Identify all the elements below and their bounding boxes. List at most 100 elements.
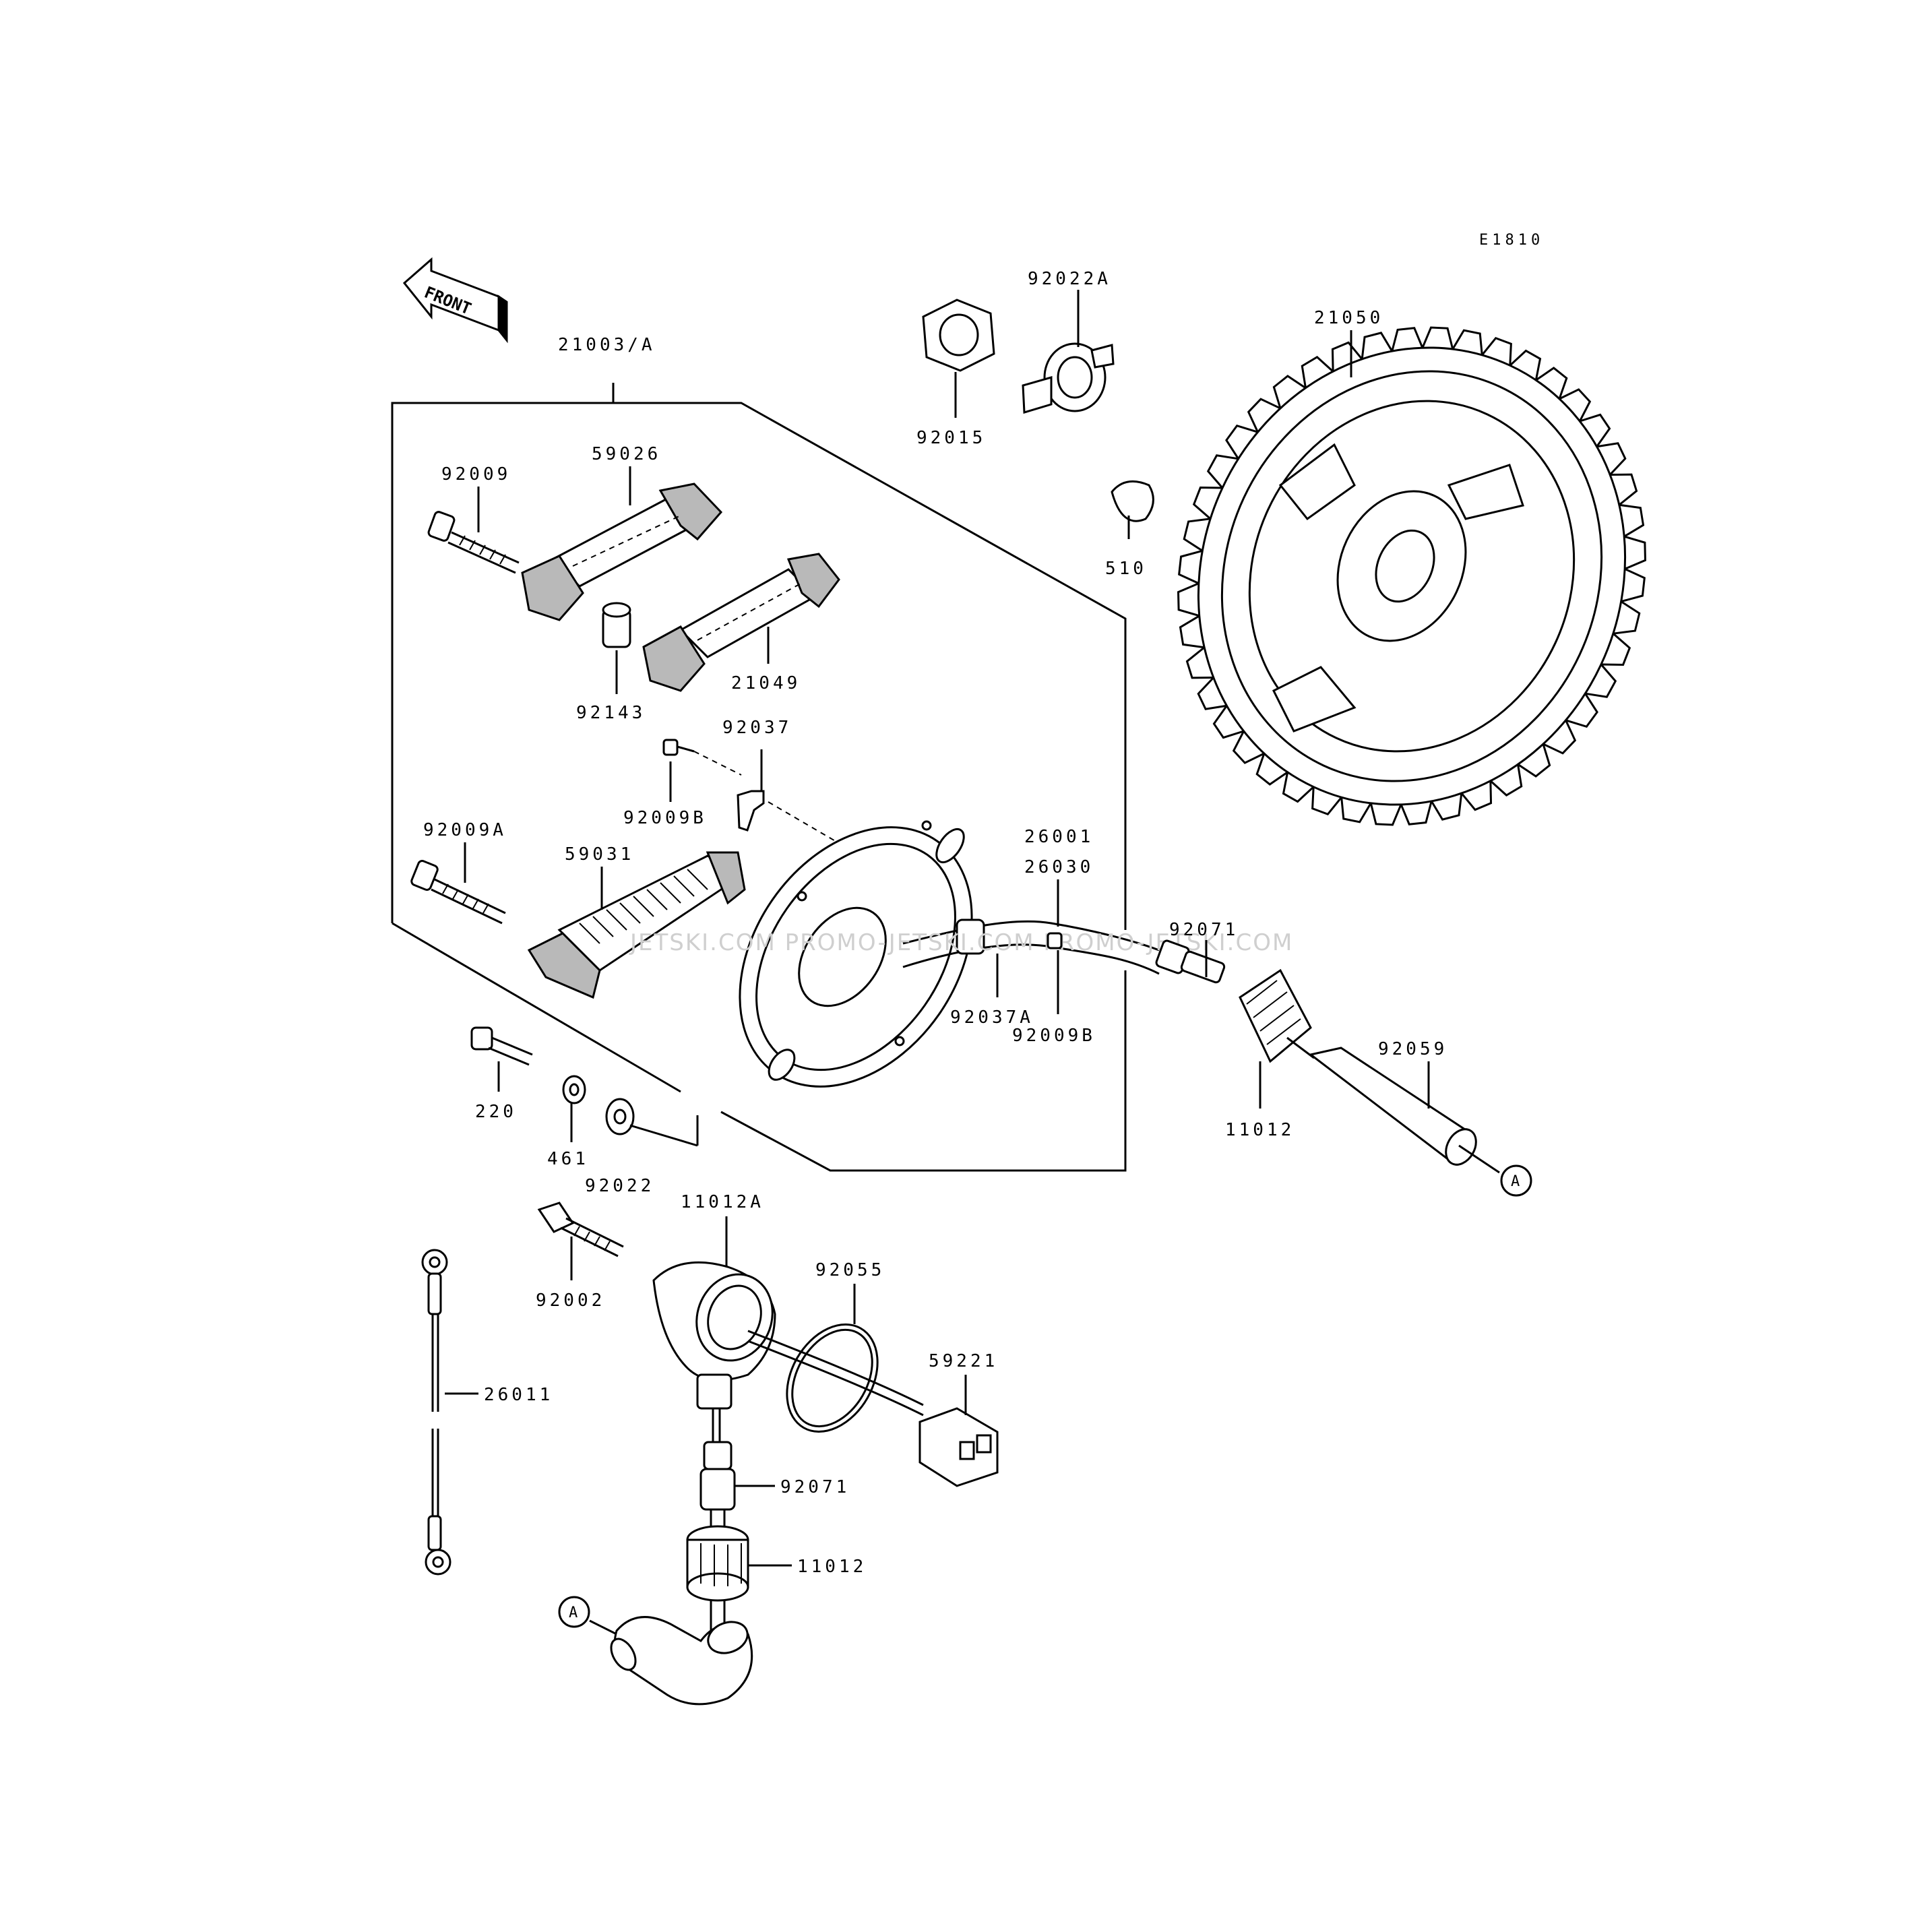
assembly-outline xyxy=(391,383,1127,1172)
coil-59031 xyxy=(527,851,746,999)
svg-text:A: A xyxy=(1511,1173,1524,1190)
label-92009B-bottom: 92009B xyxy=(1012,1026,1096,1046)
gear-tooth xyxy=(1361,332,1394,360)
gear-tooth xyxy=(1489,764,1523,797)
label-26030: 26030 xyxy=(1024,857,1094,877)
bolt-92009 xyxy=(427,511,520,574)
ref-marker-a-right: A xyxy=(1500,1164,1532,1197)
ref-marker-a-left: A xyxy=(558,1596,590,1628)
bolt-92009A xyxy=(410,860,506,925)
label-92022: 92022 xyxy=(585,1176,654,1196)
gear-tooth xyxy=(1452,329,1483,356)
gear-tooth xyxy=(1391,327,1424,352)
label-92009: 92009 xyxy=(441,464,511,485)
label-11012A: 11012A xyxy=(681,1192,764,1212)
gear-tooth xyxy=(1183,518,1211,552)
label-510: 510 xyxy=(1105,559,1147,579)
coil-21049 xyxy=(642,553,840,692)
ground-wire-26011 xyxy=(421,1249,451,1576)
label-26001: 26001 xyxy=(1024,827,1094,847)
gear-tooth xyxy=(1232,730,1265,764)
bolt-220 xyxy=(470,1026,533,1066)
label-92055: 92055 xyxy=(815,1260,885,1280)
label-21049: 21049 xyxy=(731,673,801,693)
gear-tooth xyxy=(1623,535,1647,570)
gear-tooth xyxy=(1178,549,1203,585)
flywheel-21050 xyxy=(1177,326,1647,826)
gear-tooth xyxy=(1430,792,1463,821)
gear-tooth xyxy=(1206,454,1239,489)
label-92059: 92059 xyxy=(1378,1039,1447,1059)
label-220: 220 xyxy=(475,1102,517,1122)
connector-59221 xyxy=(747,1330,999,1487)
grommet-92071-top xyxy=(1155,939,1226,984)
cap-11012-bottom xyxy=(686,1525,749,1602)
label-92037A: 92037A xyxy=(950,1007,1034,1028)
gear-tooth xyxy=(1282,772,1315,803)
label-26011: 26011 xyxy=(484,1385,553,1405)
label-92009B-top: 92009B xyxy=(623,808,707,828)
cap-11012-top xyxy=(1239,968,1312,1063)
gear-tooth xyxy=(1535,367,1568,400)
gear-tooth xyxy=(1247,398,1281,433)
screw-92009B-bottom xyxy=(1047,932,1063,949)
gear-tooth xyxy=(1509,349,1542,381)
gear-tooth xyxy=(1421,326,1454,350)
gear-tooth xyxy=(1517,743,1551,778)
gear-tooth xyxy=(1185,646,1214,679)
gear-tooth xyxy=(1585,664,1617,698)
washer-461 xyxy=(562,1075,586,1104)
key-510 xyxy=(1111,480,1154,522)
gear-tooth xyxy=(1460,780,1493,811)
gear-tooth xyxy=(1197,677,1227,710)
label-92002: 92002 xyxy=(536,1290,605,1311)
label-461: 461 xyxy=(547,1149,589,1169)
gear-tooth xyxy=(1621,567,1646,603)
label-92009A: 92009A xyxy=(423,820,507,840)
gear-tooth xyxy=(1192,487,1223,520)
clamp-92037 xyxy=(737,790,765,832)
gear-tooth xyxy=(1559,388,1592,422)
label-59031: 59031 xyxy=(565,844,634,865)
gear-tooth xyxy=(1225,424,1258,460)
gear-tooth xyxy=(1600,633,1631,666)
screw-92009B-top xyxy=(662,739,695,756)
gear-tooth xyxy=(1255,753,1288,786)
svg-text:A: A xyxy=(569,1604,582,1621)
gear-tooth xyxy=(1340,797,1372,823)
gear-tooth xyxy=(1619,503,1645,538)
bolt-92002 xyxy=(537,1202,624,1257)
housing-11012A xyxy=(652,1261,776,1410)
gear-tooth xyxy=(1311,786,1342,816)
label-92037: 92037 xyxy=(722,718,792,738)
flywheel-teeth xyxy=(1177,326,1647,826)
gear-tooth xyxy=(1579,413,1611,447)
gear-tooth xyxy=(1543,720,1577,755)
label-11012-bottom: 11012 xyxy=(797,1557,867,1577)
washer-92022 xyxy=(605,1098,635,1135)
elbow-tube xyxy=(610,1616,753,1706)
lockwasher-92022A xyxy=(1022,342,1115,414)
collar-92143 xyxy=(602,602,631,648)
gear-tooth xyxy=(1481,336,1512,366)
label-21003A: 21003/A xyxy=(558,335,656,355)
gear-tooth xyxy=(1565,693,1598,728)
front-arrow-icon: FRONT xyxy=(402,257,508,344)
label-59221: 59221 xyxy=(929,1351,998,1371)
diagram-code: E1810 xyxy=(1479,232,1544,249)
label-92015: 92015 xyxy=(916,428,986,448)
gear-tooth xyxy=(1179,615,1205,649)
gear-tooth xyxy=(1301,356,1334,388)
gear-tooth xyxy=(1177,582,1200,617)
gear-tooth xyxy=(1610,473,1638,506)
label-92022A: 92022A xyxy=(1028,269,1111,289)
label-92143: 92143 xyxy=(576,703,646,723)
label-92071-bottom: 92071 xyxy=(780,1477,850,1497)
gear-tooth xyxy=(1400,801,1433,825)
label-21050: 21050 xyxy=(1314,308,1383,328)
label-11012-top: 11012 xyxy=(1225,1120,1295,1140)
coil-59026 xyxy=(521,482,723,621)
gear-tooth xyxy=(1369,803,1402,826)
oring-92055 xyxy=(786,1323,879,1433)
